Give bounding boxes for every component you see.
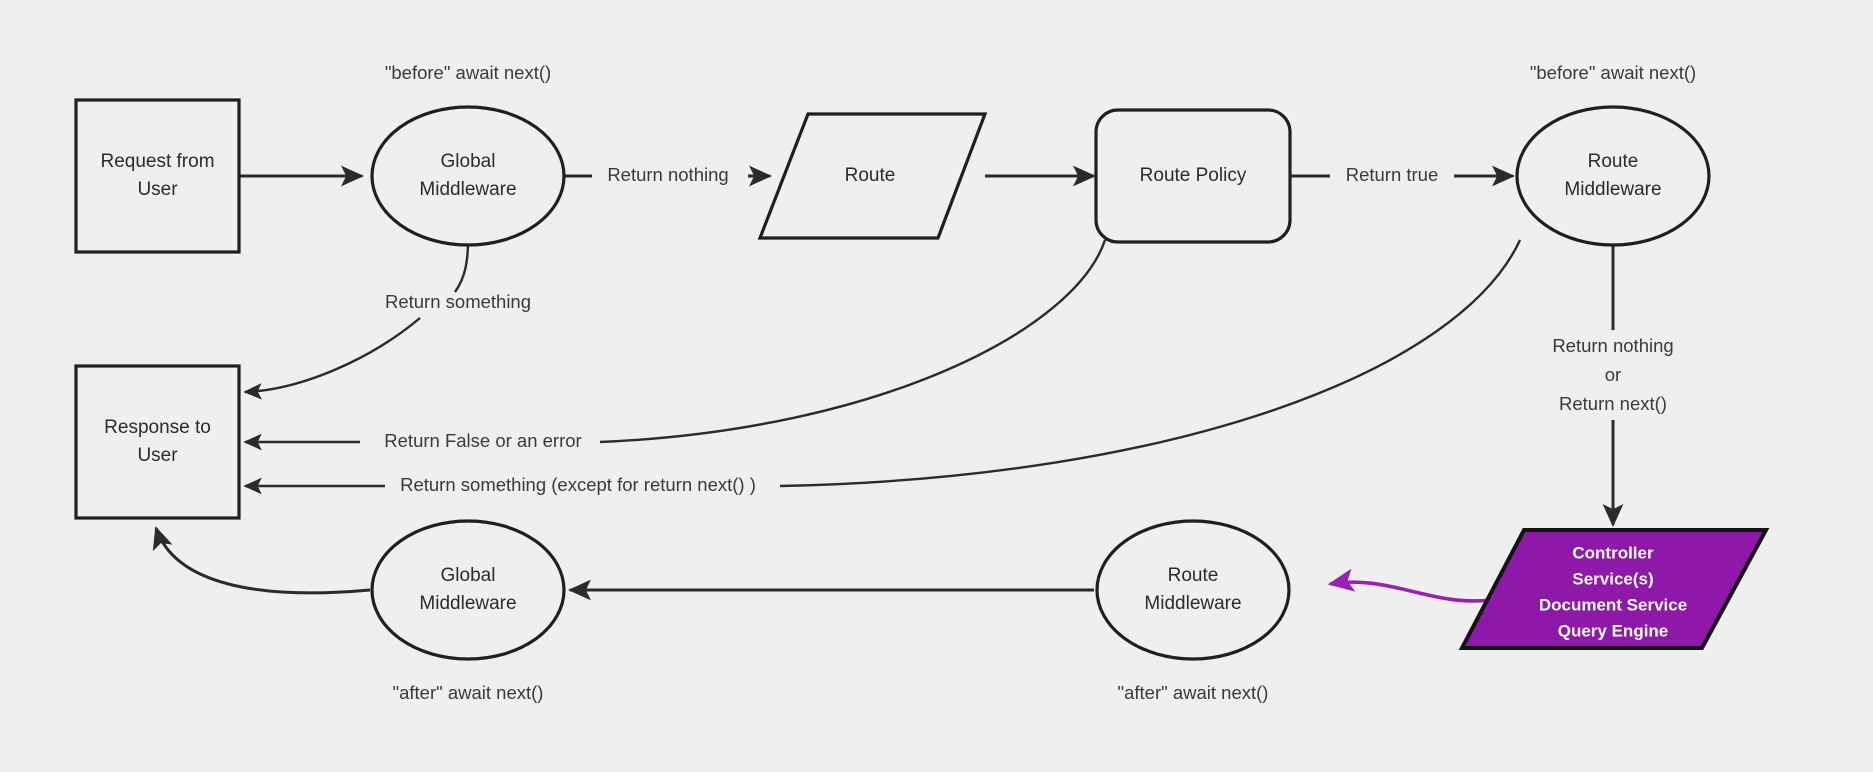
route-middleware-bottom-label-line2: Middleware xyxy=(1144,593,1241,614)
node-request-from-user[interactable]: Request from User xyxy=(74,98,241,254)
global-middleware-bottom-label-line1: Global xyxy=(441,565,496,586)
global-middleware-bottom-shape xyxy=(370,519,566,661)
route-middleware-top-shape xyxy=(1515,105,1711,247)
route-middleware-top-label-line1: Route xyxy=(1588,151,1639,172)
annotation-before-await-next-left: "before" await next() xyxy=(385,62,551,83)
edge-global-middleware-bottom-to-response xyxy=(152,526,371,595)
edge-label-return-nothing-or-next-line1: Return nothing xyxy=(1552,335,1673,356)
edge-label-return-nothing-or-next-line3: Return next() xyxy=(1559,393,1667,414)
request-from-user-shape xyxy=(74,98,241,254)
edge-return-something-except-long-curve xyxy=(779,239,1522,488)
route-middleware-bottom-shape xyxy=(1095,519,1291,661)
controller-services-label-line4: Query Engine xyxy=(1558,621,1669,640)
edge-label-return-false-or-error: Return False or an error xyxy=(384,430,581,451)
global-middleware-top-shape xyxy=(370,105,566,247)
response-to-user-shape xyxy=(74,364,241,520)
controller-services-label-line1: Controller xyxy=(1572,543,1654,562)
edge-label-return-nothing-or-next-line2: or xyxy=(1605,364,1621,385)
response-to-user-label-line2: User xyxy=(137,445,178,466)
global-middleware-top-label-line2: Middleware xyxy=(419,179,516,200)
controller-services-label-line3: Document Service xyxy=(1539,595,1687,614)
node-route-middleware-bottom[interactable]: Route Middleware xyxy=(1095,519,1291,661)
edge-return-false-long-curve xyxy=(599,239,1107,444)
route-label: Route xyxy=(845,165,896,186)
edge-label-return-nothing: Return nothing xyxy=(607,164,728,185)
global-middleware-top-label-line1: Global xyxy=(441,151,496,172)
node-global-middleware-top[interactable]: Global Middleware xyxy=(370,105,566,247)
edge-controller-to-route-middleware-bottom xyxy=(1327,568,1492,603)
controller-services-shape xyxy=(1458,528,1770,650)
node-response-to-user[interactable]: Response to User xyxy=(74,364,241,520)
route-middleware-bottom-label-line1: Route xyxy=(1168,565,1219,586)
annotation-after-await-next-left: "after" await next() xyxy=(393,682,544,703)
edge-return-something-lower xyxy=(243,317,421,400)
edge-label-return-something: Return something xyxy=(385,291,531,312)
global-middleware-bottom-label-line2: Middleware xyxy=(419,593,516,614)
request-from-user-label-line1: Request from xyxy=(100,151,214,172)
route-policy-label: Route Policy xyxy=(1140,165,1247,186)
route-policy-shape xyxy=(1094,108,1292,244)
node-route-middleware-top[interactable]: Route Middleware xyxy=(1515,105,1711,247)
node-route-policy[interactable]: Route Policy xyxy=(1094,108,1292,244)
annotation-before-await-next-right: "before" await next() xyxy=(1530,62,1696,83)
route-middleware-top-label-line2: Middleware xyxy=(1564,179,1661,200)
node-controller-services[interactable]: Controller Service(s) Document Service Q… xyxy=(1458,528,1770,650)
node-global-middleware-bottom[interactable]: Global Middleware xyxy=(370,519,566,661)
edge-label-return-something-except-next: Return something (except for return next… xyxy=(400,474,756,495)
controller-services-label-line2: Service(s) xyxy=(1572,569,1653,588)
response-to-user-label-line1: Response to xyxy=(104,417,211,438)
annotation-after-await-next-right: "after" await next() xyxy=(1118,682,1269,703)
edge-label-return-true: Return true xyxy=(1346,164,1439,185)
route-shape xyxy=(757,112,988,240)
node-route[interactable]: Route xyxy=(757,112,988,240)
request-from-user-label-line2: User xyxy=(137,179,178,200)
